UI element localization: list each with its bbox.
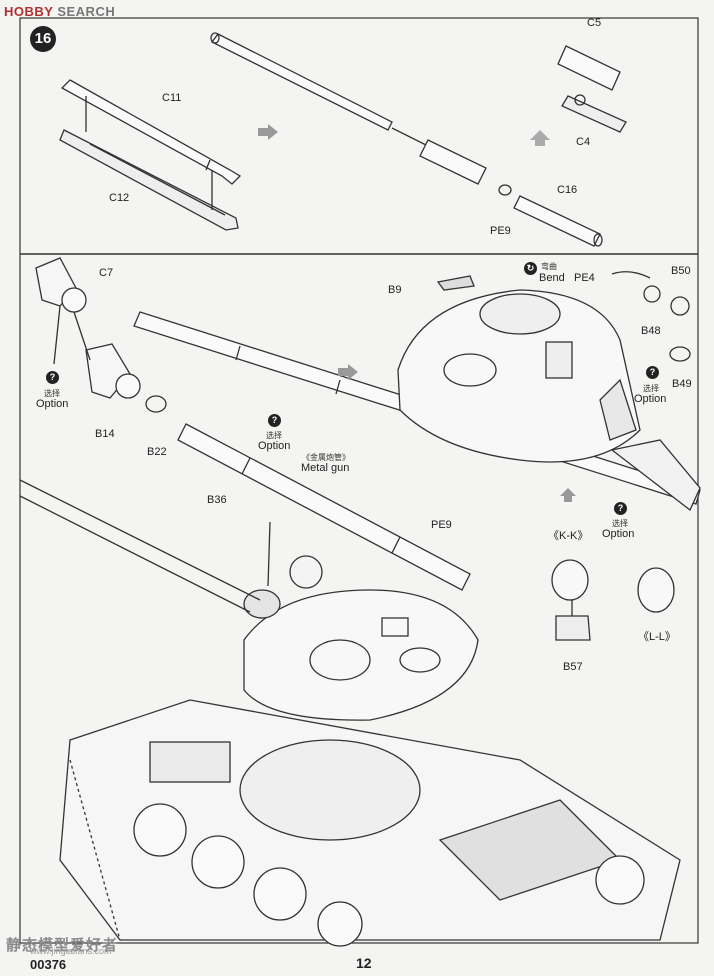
flow-arrow-1 [258, 124, 278, 140]
mantlet-upper [610, 439, 701, 512]
part-c11 [60, 79, 242, 185]
barrel-long-2 [177, 423, 471, 591]
label-option-3: Option [634, 393, 667, 405]
label-c16: C16 [557, 184, 578, 196]
option-icon: ? [646, 366, 659, 379]
part-c4 [561, 94, 627, 133]
part-pe4 [611, 271, 651, 279]
option-cn-1: 选择 [44, 389, 60, 398]
part-c12 [59, 129, 239, 231]
step-number: 16 [30, 26, 56, 52]
label-c12: C12 [109, 192, 130, 204]
barrel-upper [210, 32, 393, 131]
part-c5 [557, 45, 621, 91]
bend-cn: 弯曲 [541, 262, 557, 271]
part-b50 [670, 296, 690, 316]
option-icon: ? [268, 414, 281, 427]
option-cn-3: 选择 [643, 384, 659, 393]
label-option-1: Option [36, 398, 69, 410]
part-b9 [436, 275, 475, 291]
barrel-lower [19, 479, 261, 601]
label-kk: 《K-K》 [548, 530, 589, 542]
label-c4: C4 [576, 136, 591, 148]
option-cn-2: 选择 [266, 431, 282, 440]
kit-code: 00376 [30, 957, 67, 972]
label-c11: C11 [162, 92, 182, 104]
label-pe9-top: PE9 [490, 225, 511, 237]
tank-hull [59, 699, 681, 947]
label-bend: Bend [539, 272, 565, 284]
flow-arrow-3 [338, 364, 358, 380]
part-kk-light [551, 559, 589, 601]
label-b22: B22 [147, 446, 167, 458]
label-b57: B57 [563, 661, 583, 673]
barrel-sleeve [419, 139, 487, 185]
label-metal-gun: Metal gun [301, 462, 350, 474]
site-watermark-url: www.jingtaifans.com [30, 946, 112, 956]
metal-gun-cn: 《金属炮管》 [302, 453, 350, 462]
part-pe9-ring [498, 184, 512, 196]
label-c5: C5 [587, 17, 602, 29]
hobbysearch-watermark: HOBBY SEARCH [4, 4, 116, 19]
bend-icon: ↻ [524, 262, 537, 275]
part-b14 [85, 343, 141, 399]
page-number: 12 [356, 955, 372, 971]
label-ll: 《L-L》 [638, 631, 676, 643]
option-icon: ? [614, 502, 627, 515]
option-icon: ? [46, 371, 59, 384]
part-ll-light [637, 567, 675, 613]
part-b36-wire [267, 521, 271, 587]
part-c7 [35, 257, 87, 313]
part-b49 [669, 346, 691, 362]
site-watermark-cn: 静态模型爱好者 [6, 937, 119, 954]
option-cn-4: 选择 [612, 519, 628, 528]
part-b22 [145, 395, 167, 413]
label-b36: B36 [207, 494, 227, 506]
label-b49: B49 [672, 378, 692, 390]
label-b48: B48 [641, 325, 661, 337]
label-option-2: Option [258, 440, 291, 452]
turret-upper [397, 289, 641, 463]
part-b57 [555, 615, 591, 641]
label-b14: B14 [95, 428, 115, 440]
label-b9: B9 [388, 284, 402, 296]
label-pe9-mid: PE9 [431, 519, 452, 531]
label-b50: B50 [671, 265, 691, 277]
flow-arrow-4 [560, 488, 576, 502]
label-pe4: PE4 [574, 272, 595, 284]
part-b48 [643, 285, 661, 303]
label-c7: C7 [99, 267, 114, 279]
flow-arrow-2 [530, 130, 550, 146]
part-c16 [513, 195, 603, 247]
label-option-4: Option [602, 528, 635, 540]
